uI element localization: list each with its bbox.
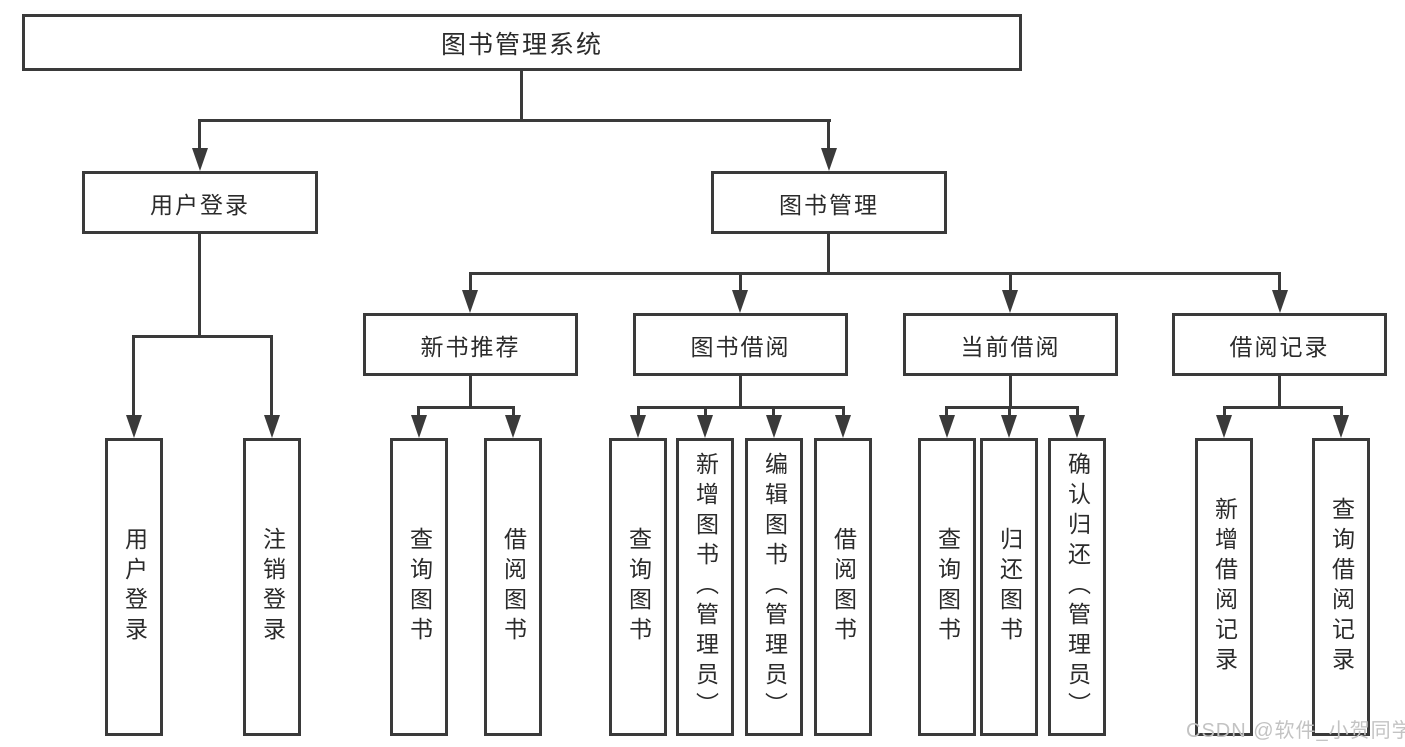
arrowhead-icon [1333,415,1349,438]
connector-line [417,406,515,409]
connector-line [1009,376,1012,409]
node-borrow-record: 借阅记录 [1172,313,1387,376]
leaf-query-book-3: 查询图书 [918,438,976,736]
node-label: 图书管理系统 [440,30,603,59]
connector-line [945,406,948,418]
arrowhead-icon [1002,290,1018,313]
leaf-borrow-book-1: 借阅图书 [484,438,542,736]
node-label: 查询图书 [934,527,961,647]
connector-line [1340,406,1343,418]
node-label: 归还图书 [996,527,1023,647]
connector-line [417,406,420,418]
connector-line [842,406,845,418]
arrowhead-icon [1001,415,1017,438]
node-current-borrow: 当前借阅 [903,313,1118,376]
connector-line [1223,406,1226,418]
leaf-query-book-1: 查询图书 [390,438,448,736]
arrowhead-icon [462,290,478,313]
arrowhead-icon [732,290,748,313]
arrowhead-icon [505,415,521,438]
node-new-book-recommend: 新书推荐 [363,313,578,376]
connector-line [132,335,135,419]
node-label: 借阅图书 [500,527,527,647]
node-label: 注销登录 [259,527,286,647]
node-label: 当前借阅 [960,333,1061,360]
connector-line [512,406,515,418]
csdn-watermark: CSDN @软件_小贺同学 [1186,720,1405,742]
arrowhead-icon [939,415,955,438]
connector-line [739,376,742,409]
connector-line [198,119,831,122]
connector-line [1076,406,1079,418]
connector-line [945,406,1078,409]
node-label: 图书管理 [779,191,879,218]
node-label: 编辑图书（管理员） [761,452,788,722]
connector-line [827,234,830,275]
leaf-query-borrow-record: 查询借阅记录 [1312,438,1370,736]
node-label: 借阅记录 [1229,333,1330,360]
arrowhead-icon [264,415,280,438]
leaf-add-book-admin: 新增图书（管理员） [676,438,734,736]
arrowhead-icon [126,415,142,438]
connector-line [1009,272,1012,294]
connector-line [469,376,472,409]
leaf-add-borrow-record: 新增借阅记录 [1195,438,1253,736]
node-label: 查询图书 [625,527,652,647]
connector-line [270,335,273,419]
arrowhead-icon [192,148,208,171]
leaf-logout: 注销登录 [243,438,301,736]
connector-line [1008,406,1011,418]
connector-line [772,406,775,418]
connector-line [1223,406,1342,409]
connector-line [132,335,273,338]
connector-line [637,406,845,409]
node-user-login: 用户登录 [82,171,318,234]
connector-line [739,272,742,294]
node-label: 查询借阅记录 [1328,497,1355,677]
node-label: 用户登录 [150,191,250,218]
node-book-borrow: 图书借阅 [633,313,848,376]
connector-line [704,406,707,418]
arrowhead-icon [697,415,713,438]
arrowhead-icon [1272,290,1288,313]
node-label: 确认归还（管理员） [1064,452,1091,722]
arrowhead-icon [821,148,837,171]
leaf-confirm-return-admin: 确认归还（管理员） [1048,438,1106,736]
connector-line [469,272,472,294]
node-book-management: 图书管理 [711,171,947,234]
connector-line [1278,272,1281,294]
connector-line [469,272,1281,275]
connector-line [520,71,523,120]
leaf-return-book: 归还图书 [980,438,1038,736]
arrowhead-icon [1216,415,1232,438]
leaf-query-book-2: 查询图书 [609,438,667,736]
leaf-user-login: 用户登录 [105,438,163,736]
node-label: 新增图书（管理员） [692,452,719,722]
connector-line [198,119,201,153]
node-label: 新增借阅记录 [1211,497,1238,677]
node-label: 查询图书 [406,527,433,647]
node-library-system: 图书管理系统 [22,14,1022,71]
connector-line [198,234,201,338]
node-label: 用户登录 [121,527,148,647]
arrowhead-icon [766,415,782,438]
connector-line [827,119,830,153]
arrowhead-icon [835,415,851,438]
arrowhead-icon [630,415,646,438]
node-label: 借阅图书 [830,527,857,647]
arrowhead-icon [1069,415,1085,438]
node-label: 图书借阅 [690,333,791,360]
connector-line [637,406,640,418]
connector-line [1278,376,1281,409]
leaf-edit-book-admin: 编辑图书（管理员） [745,438,803,736]
arrowhead-icon [411,415,427,438]
node-label: 新书推荐 [420,333,521,360]
leaf-borrow-book-2: 借阅图书 [814,438,872,736]
